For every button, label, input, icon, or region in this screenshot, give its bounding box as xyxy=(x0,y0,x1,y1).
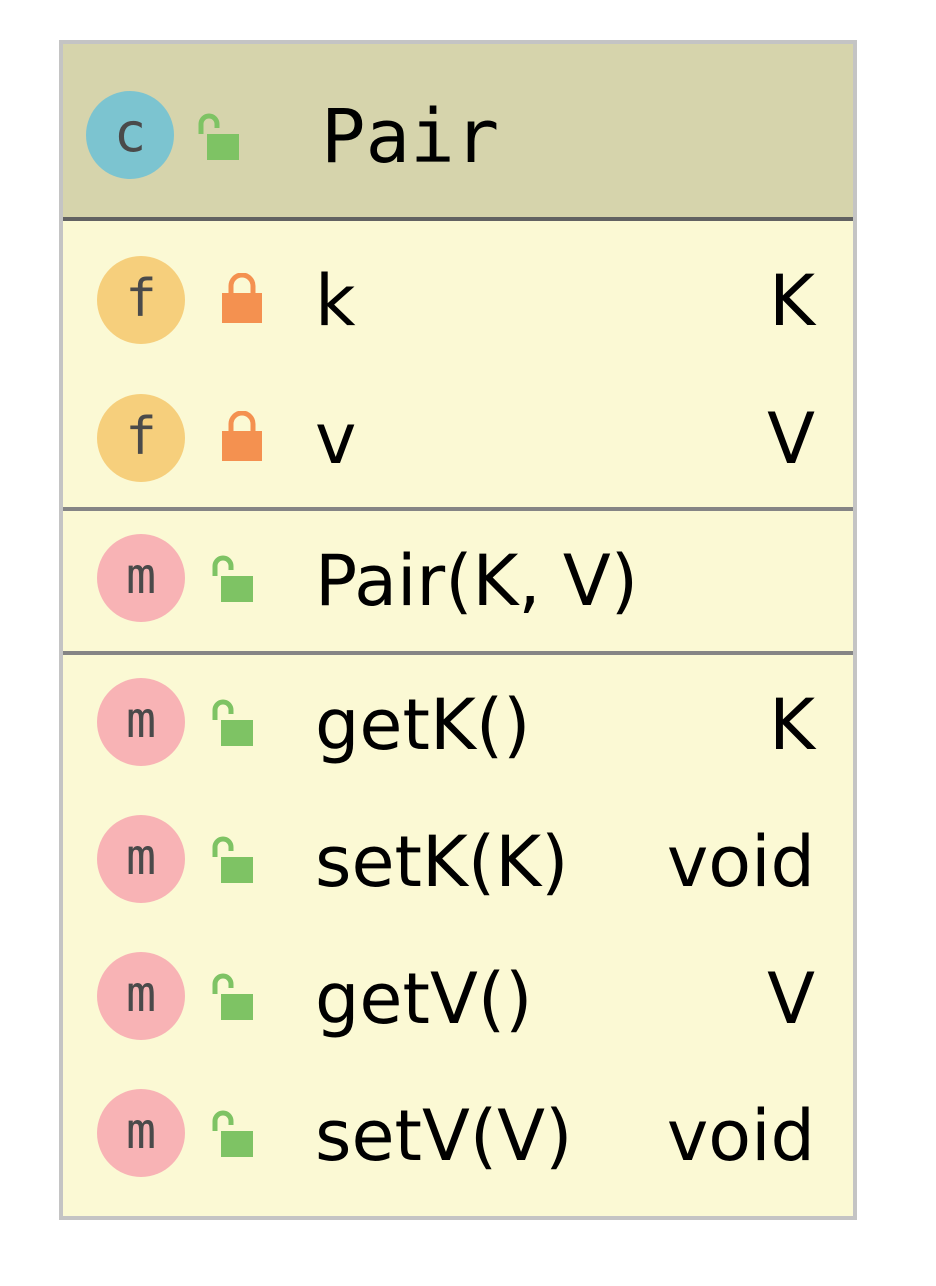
method-badge: m xyxy=(97,534,185,622)
field-row[interactable]: f v V xyxy=(63,378,853,498)
lock-open-icon xyxy=(212,836,253,883)
method-badge: m xyxy=(97,952,185,1040)
method-name: setV(V) xyxy=(315,1095,573,1177)
method-badge: m xyxy=(97,1089,185,1177)
lock-closed-icon xyxy=(222,411,262,461)
method-row[interactable]: m setV(V) void xyxy=(63,1075,853,1195)
field-badge: f xyxy=(97,394,185,482)
class-box-pair[interactable]: c Pair f k K f v V m Pair(K, V) xyxy=(59,40,857,1220)
lock-open-icon xyxy=(198,113,239,160)
field-name: k xyxy=(315,260,356,342)
method-return-type: void xyxy=(666,821,815,903)
method-row[interactable]: m getV() V xyxy=(63,938,853,1058)
constructor-row[interactable]: m Pair(K, V) xyxy=(63,520,853,640)
compartment-divider xyxy=(63,507,853,511)
method-return-type: void xyxy=(666,1095,815,1177)
field-badge: f xyxy=(97,256,185,344)
lock-open-icon xyxy=(212,555,253,602)
field-type: V xyxy=(767,398,815,480)
method-name: getK() xyxy=(315,684,531,766)
class-kind-badge: c xyxy=(86,91,174,179)
lock-closed-icon xyxy=(222,273,262,323)
method-badge: m xyxy=(97,815,185,903)
method-badge: m xyxy=(97,678,185,766)
class-name: Pair xyxy=(321,94,500,180)
field-type: K xyxy=(769,260,815,342)
method-name: getV() xyxy=(315,958,533,1040)
field-row[interactable]: f k K xyxy=(63,240,853,360)
method-name: setK(K) xyxy=(315,821,569,903)
lock-open-icon xyxy=(212,699,253,746)
constructor-name: Pair(K, V) xyxy=(315,540,639,622)
method-return-type: K xyxy=(769,684,815,766)
compartment-divider xyxy=(63,651,853,655)
method-row[interactable]: m getK() K xyxy=(63,664,853,784)
lock-open-icon xyxy=(212,1110,253,1157)
method-return-type: V xyxy=(767,958,815,1040)
field-name: v xyxy=(315,398,357,480)
method-row[interactable]: m setK(K) void xyxy=(63,801,853,921)
lock-open-icon xyxy=(212,973,253,1020)
class-header: c Pair xyxy=(63,44,853,221)
